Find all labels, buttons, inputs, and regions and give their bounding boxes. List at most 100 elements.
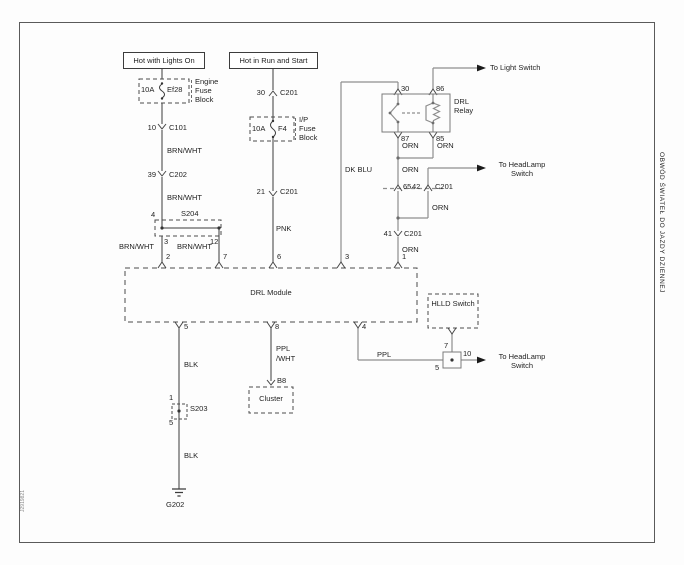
module-pin8-label: 8 xyxy=(275,322,280,331)
hlld-switch-label: HLLD Switch xyxy=(431,299,475,308)
c201-42-pin: 42 xyxy=(412,182,421,191)
power-source-left-label: Hot with Lights On xyxy=(133,56,195,65)
document-id: J2919821 xyxy=(20,490,26,512)
hlld-connector-icon xyxy=(447,327,457,335)
wire-label-pnk: PNK xyxy=(276,224,292,233)
drl-relay-box xyxy=(381,93,451,133)
ground-label: G202 xyxy=(166,500,185,509)
c101-pin: 10 xyxy=(147,123,156,132)
s203-splice-box xyxy=(171,403,188,420)
module-pin2-label: 2 xyxy=(166,252,171,261)
c201-41-pin: 41 xyxy=(383,229,392,238)
s204-splice-box xyxy=(154,219,222,237)
arrow-to-headlamp-lower-icon xyxy=(477,356,486,364)
c101-connector-icon xyxy=(157,123,167,130)
c202-label: C202 xyxy=(169,170,187,179)
drl-module-box xyxy=(124,267,418,323)
cluster-b8-connector-icon xyxy=(266,379,276,386)
module-pin5-label: 5 xyxy=(184,322,189,331)
module-pin6-icon xyxy=(268,261,278,269)
s204-pin-left: 3 xyxy=(164,237,169,246)
relay-dots xyxy=(388,101,435,220)
relay-pin87-label: 87 xyxy=(401,134,410,143)
junction-pin-10: 10 xyxy=(463,349,472,358)
cluster-box xyxy=(248,386,294,414)
wire-label-pplwht-1: PPL xyxy=(276,344,291,353)
module-pin3-icon xyxy=(336,261,346,269)
connector-chevrons xyxy=(157,88,457,386)
c201-42-connector-icon xyxy=(423,184,433,192)
wire-label-orn-mid: ORN xyxy=(402,165,419,174)
c201-21-connector-icon xyxy=(268,190,278,197)
wire-label-brnwht-3: BRN/WHT xyxy=(119,242,154,251)
s203-pin-bottom: 5 xyxy=(169,418,174,427)
side-title-vertical: OBWÓD ŚWIATEŁ DO JAZDY DZIENNEJ xyxy=(658,152,665,294)
relay-pin87-icon xyxy=(393,131,403,139)
drl-module-label: DRL Module xyxy=(250,288,292,297)
junction-pin-7: 7 xyxy=(444,341,449,350)
to-light-switch-label: To Light Switch xyxy=(490,63,541,72)
c201-65-connector-icon xyxy=(393,184,403,192)
module-pin2-icon xyxy=(157,261,167,269)
arrowheads xyxy=(477,64,486,364)
cluster-pin-b8: B8 xyxy=(277,376,287,385)
c201-41-connector-icon xyxy=(393,230,403,237)
s204-pin-right: 12 xyxy=(210,237,219,246)
wire-label-orn-41: ORN xyxy=(402,245,419,254)
c202-pin: 39 xyxy=(147,170,156,179)
junction-dots xyxy=(160,82,454,413)
relay-pin85-icon xyxy=(428,131,438,139)
engine-fuse-amps: 10A xyxy=(141,85,155,94)
ip-fuse-box xyxy=(249,116,295,142)
wire-label-orn-85: ORN xyxy=(437,141,454,150)
c201-41-label: C201 xyxy=(404,229,422,238)
c201-21-label: C201 xyxy=(280,187,298,196)
gray-wires xyxy=(340,67,477,361)
junction-pin-5: 5 xyxy=(435,363,440,372)
fuse-symbol-engine xyxy=(159,83,165,99)
power-source-left: Hot with Lights On xyxy=(123,52,205,69)
c202-connector-icon xyxy=(157,170,167,177)
page-frame xyxy=(19,22,655,543)
module-pin3-label: 3 xyxy=(345,252,350,261)
wire-label-blk-1: BLK xyxy=(184,360,199,369)
wire-label-pplwht-2: /WHT xyxy=(276,354,296,363)
ip-fuse-amps: 10A xyxy=(252,124,266,133)
c201-21-pin: 21 xyxy=(256,187,265,196)
s203-label: S203 xyxy=(190,404,208,413)
c201-30-pin: 30 xyxy=(256,88,265,97)
s204-label: S204 xyxy=(181,209,199,218)
module-pin8-icon xyxy=(266,321,276,329)
wire-label-brnwht-2: BRN/WHT xyxy=(167,193,202,202)
dark-wires xyxy=(159,67,276,497)
relay-coil-zigzag xyxy=(432,102,441,124)
c201-65-pin: 65 xyxy=(403,182,412,191)
ip-fuse-block-label: I/P Fuse Block xyxy=(299,115,318,142)
ip-fuse-name: F4 xyxy=(278,124,287,133)
c101-label: C101 xyxy=(169,123,187,132)
wire-label-ppl: PPL xyxy=(377,350,392,359)
boxes xyxy=(124,78,479,420)
s204-pin-top: 4 xyxy=(151,210,156,219)
c201-6542-label: C201 xyxy=(435,182,453,191)
module-pin4-label: 4 xyxy=(362,322,367,331)
module-pin6-label: 6 xyxy=(277,252,282,261)
wire-label-orn-42: ORN xyxy=(432,203,449,212)
hlld-switch-box xyxy=(427,293,479,329)
relay-pin85-label: 85 xyxy=(436,134,445,143)
to-headlamp-lower-label: To HeadLamp Switch xyxy=(498,352,546,370)
engine-fuse-box xyxy=(138,78,190,104)
relay-coil-left xyxy=(425,94,434,132)
ppl-wire xyxy=(357,328,443,361)
engine-fuse-name: Ef28 xyxy=(167,85,183,94)
module-pin1-icon xyxy=(393,261,403,269)
relay-pin86-icon xyxy=(428,88,438,96)
wire-label-blk-2: BLK xyxy=(184,451,199,460)
arrow-to-headlamp-upper-icon xyxy=(477,164,486,172)
headlamp-junction-box xyxy=(442,351,462,369)
c201-30-label: C201 xyxy=(280,88,298,97)
wire-label-orn-87: ORN xyxy=(402,141,419,150)
c201-30-connector-icon xyxy=(268,90,278,97)
